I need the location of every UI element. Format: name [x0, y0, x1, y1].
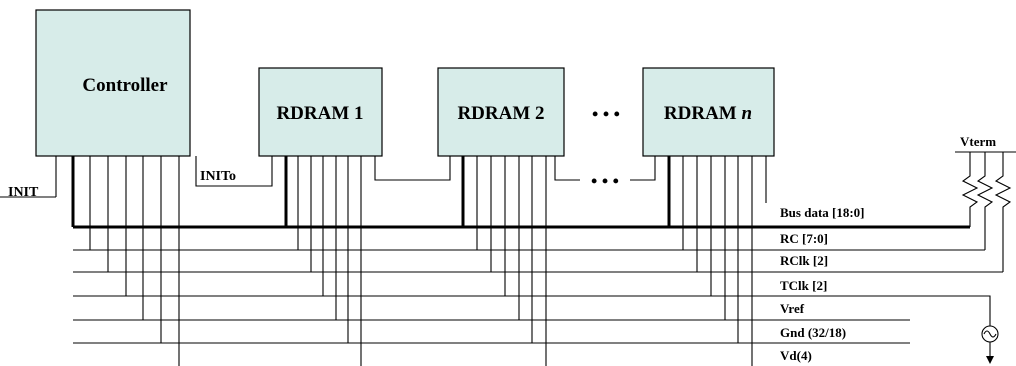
bus-lines: [73, 225, 1003, 344]
resistor-rclk: [994, 152, 1012, 272]
controller-label: Controller: [82, 75, 168, 96]
vd-label: Vd(4): [780, 348, 812, 363]
resistor-rc: [976, 152, 994, 250]
tclk-label: TClk [2]: [780, 278, 827, 293]
rdram-1-pins: [284, 156, 362, 366]
rdram-n-in-init-wire: [630, 156, 656, 181]
tclk-source: [981, 325, 999, 364]
ground-arrow-icon: [986, 356, 994, 364]
rdram-1-to-2-init-wire: [374, 156, 451, 181]
rclk-label: RClk [2]: [780, 253, 828, 268]
rdram-n-pins: [667, 156, 753, 366]
rdram-2-box: [437, 67, 565, 157]
tclk-line: [73, 295, 991, 326]
gnd-label: Gnd (32/18): [780, 325, 846, 340]
vref-label: Vref: [780, 301, 805, 316]
rdram-n-block: RDRAM n: [642, 67, 775, 157]
resistor-bus-data: [961, 152, 979, 227]
init-label: INIT: [8, 185, 39, 200]
rc-label: RC [7:0]: [780, 231, 828, 246]
rdram-1-box: [258, 67, 383, 157]
rdram-n-box: [642, 67, 775, 157]
controller-pins: [55, 156, 180, 366]
bus-data-label: Bus data [18:0]: [780, 205, 865, 220]
controller-box: [35, 9, 191, 157]
rdram-2-out-init-wire: [554, 156, 580, 181]
inito-label: INITo: [200, 169, 236, 184]
rdram-2-pins: [461, 156, 547, 366]
rdram-n-prefix: RDRAM: [664, 103, 742, 124]
vterm-termination: Vterm: [955, 134, 1016, 272]
rdram-1-block: RDRAM 1: [258, 67, 383, 157]
rdram-2-label: RDRAM 2: [457, 103, 544, 124]
ellipsis-init-chain: • • •: [591, 171, 619, 191]
sine-wave-icon: [983, 330, 997, 338]
controller-block: Controller: [35, 9, 191, 157]
rdram-n-suffix: n: [742, 103, 753, 124]
vterm-label: Vterm: [960, 134, 996, 149]
rdram-n-label: RDRAM n: [664, 103, 752, 124]
rdram-2-block: RDRAM 2: [437, 67, 565, 157]
ellipsis-devices: • • •: [592, 104, 620, 124]
init-chain-wires: [0, 156, 767, 203]
inito-wire: [195, 156, 273, 187]
rdram-1-label: RDRAM 1: [276, 103, 363, 124]
